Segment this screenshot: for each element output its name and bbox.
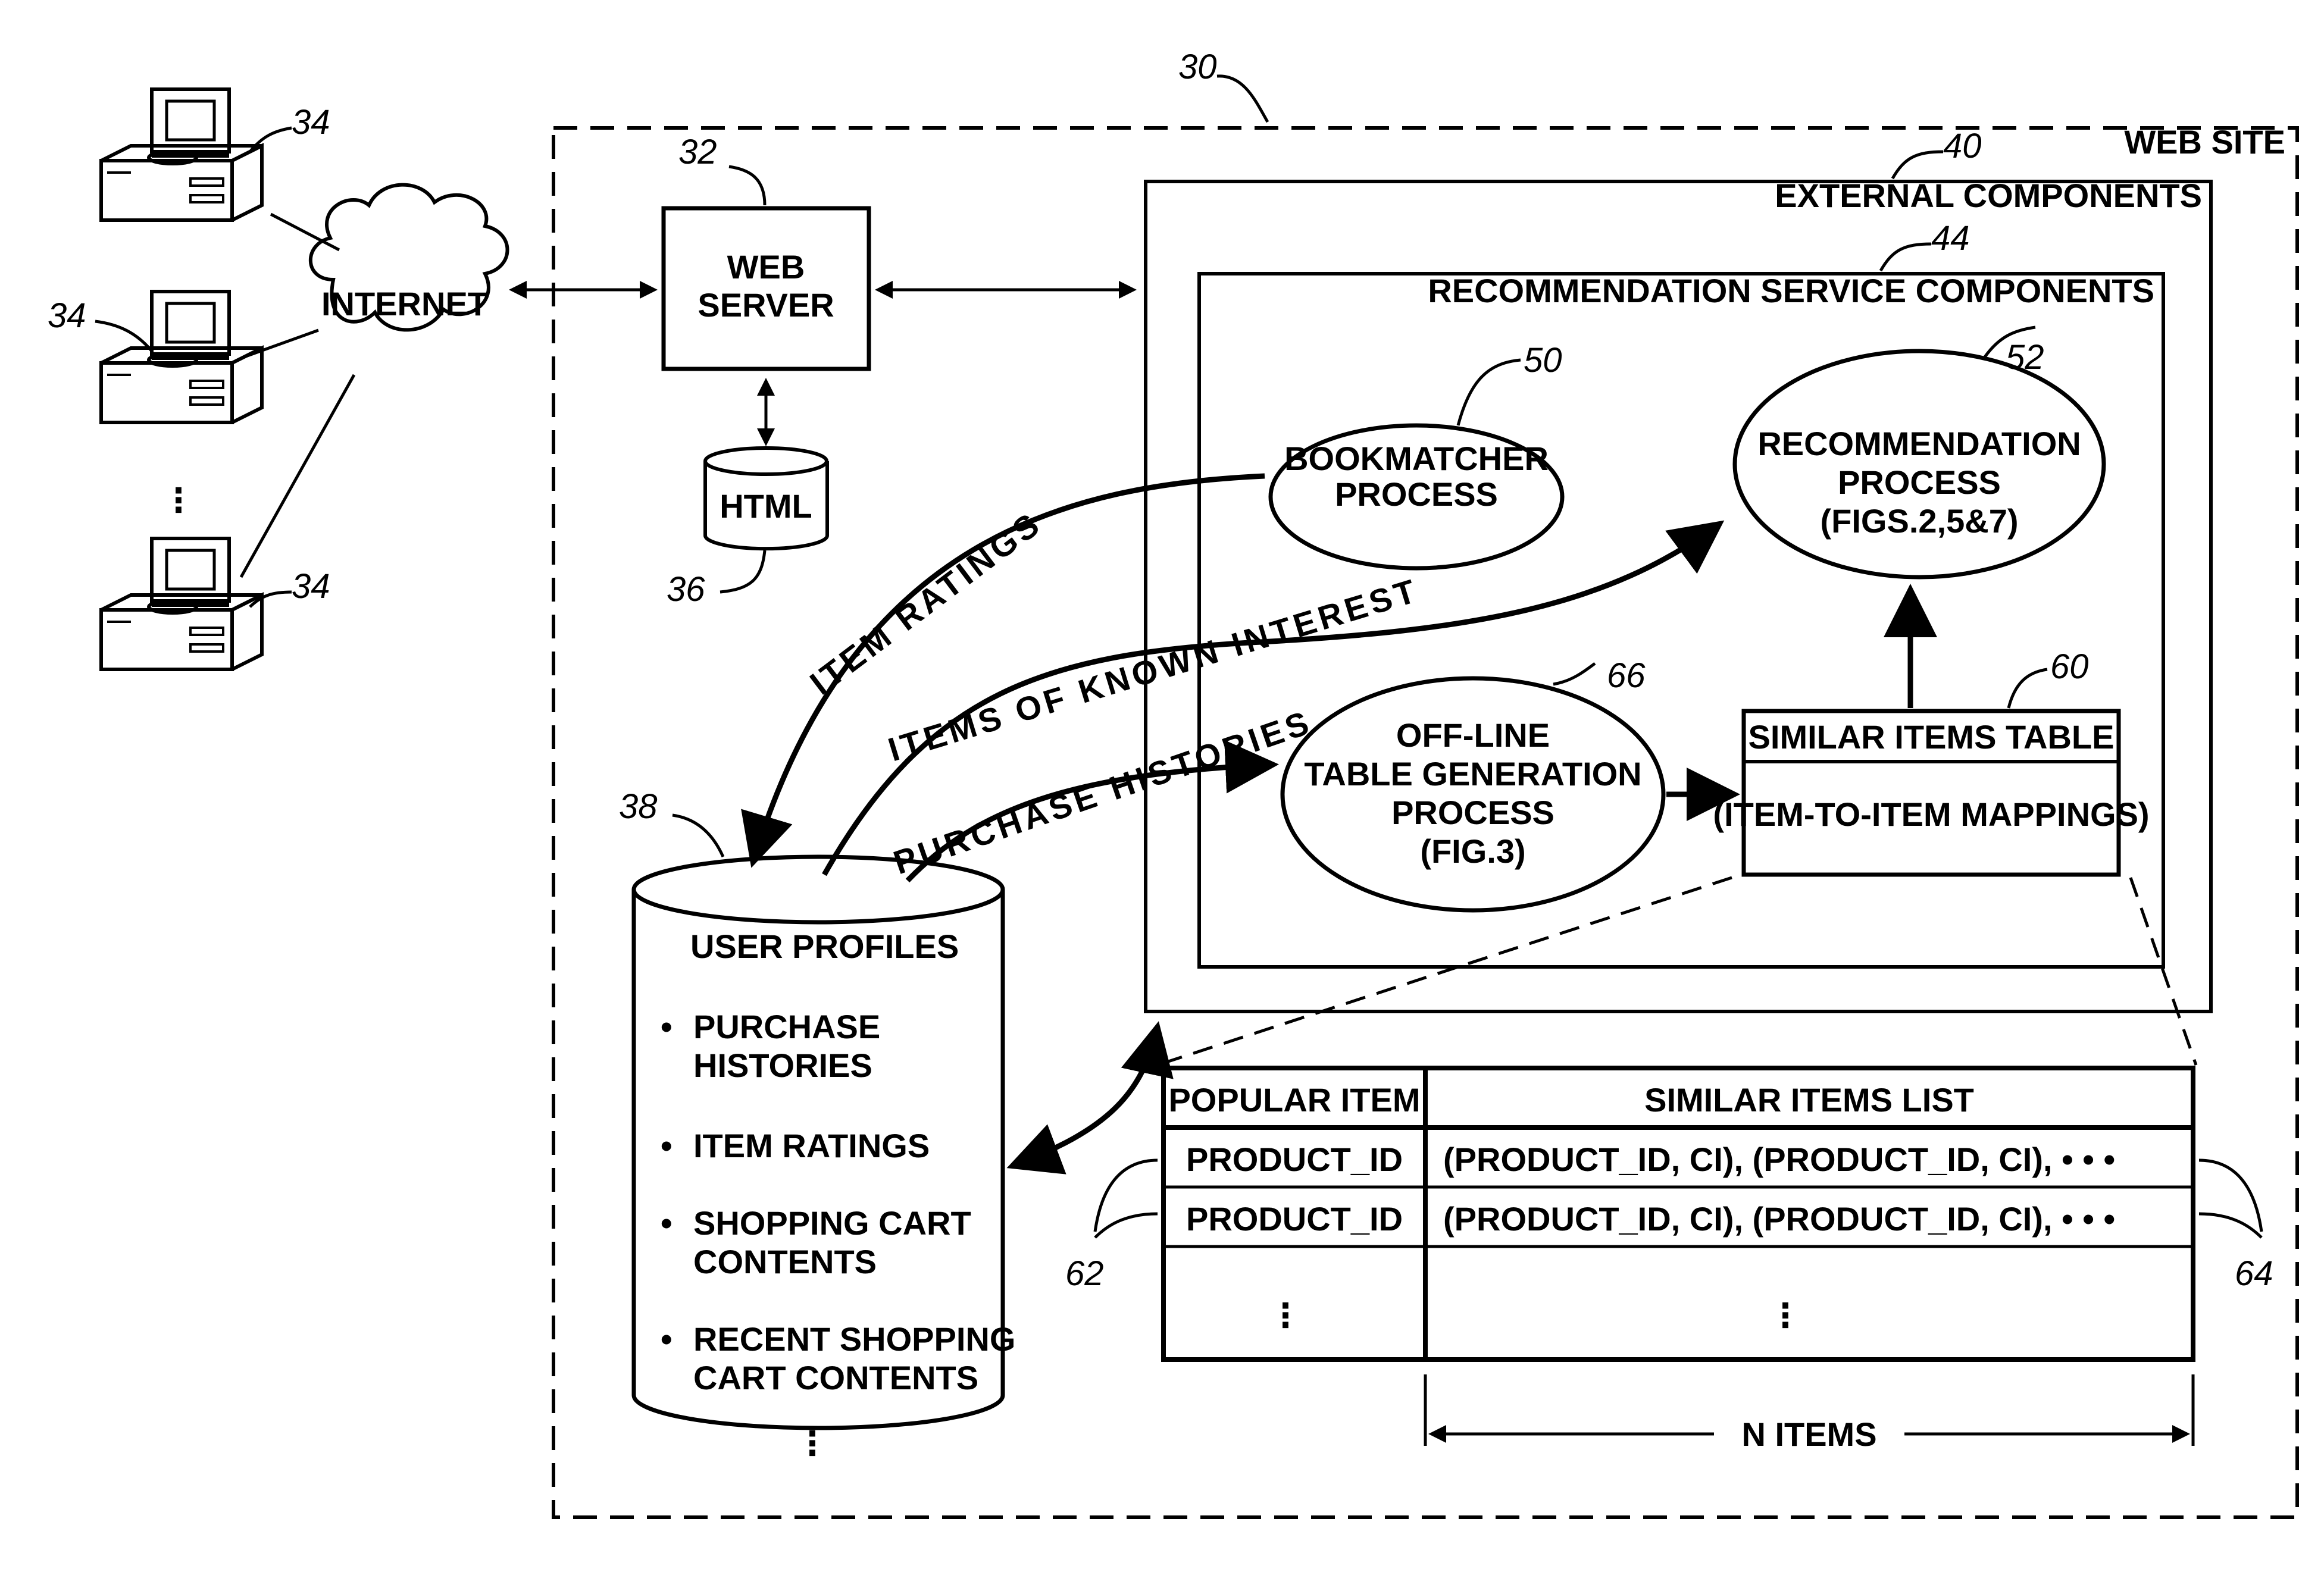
vertical-ellipsis-profiles: ⋮ [796, 1424, 829, 1462]
offline-label-1: OFF-LINE [1396, 716, 1550, 754]
web-site-label: WEB SITE [2124, 123, 2285, 161]
bookmatcher-label-2: PROCESS [1335, 475, 1498, 513]
ref-64: 64 [2235, 1254, 2273, 1293]
ref-34-c: 34 [292, 567, 330, 606]
ref-30: 30 [1178, 48, 1217, 86]
bullet-4: • [661, 1320, 673, 1358]
table-ellipsis-left: ⋮ [1269, 1296, 1302, 1334]
ref-34-a: 34 [292, 103, 330, 142]
vertical-ellipsis-computers: ⋮ [162, 481, 195, 519]
bookmatcher-label-1: BOOKMATCHER [1284, 440, 1549, 477]
table-row-1-item: PRODUCT_ID [1186, 1141, 1403, 1178]
web-server-label-1: WEB [727, 248, 805, 286]
similar-items-table-body: (ITEM-TO-ITEM MAPPINGS) [1713, 796, 2149, 833]
recommendation-service-label: RECOMMENDATION SERVICE COMPONENTS [1428, 272, 2154, 309]
ref-40: 40 [1943, 127, 1982, 165]
n-items-label: N ITEMS [1741, 1415, 1876, 1453]
ref-38: 38 [619, 787, 658, 826]
arrow-label-item-ratings: ITEM RATINGS [803, 504, 1049, 702]
recommendation-label-1: RECOMMENDATION [1757, 425, 2081, 462]
table-row-2-list: (PRODUCT_ID, CI), (PRODUCT_ID, CI), • • … [1443, 1200, 2115, 1238]
ref-50: 50 [1524, 341, 1562, 380]
arrow-label-items-known-interest: ITEMS OF KNOWN INTEREST [884, 571, 1423, 769]
client-computer-1 [101, 89, 262, 220]
ref-44: 44 [1931, 219, 1970, 258]
client-computer-3 [101, 538, 262, 669]
web-server-label-2: SERVER [697, 286, 834, 324]
profile-item-4-line1: RECENT SHOPPING [693, 1320, 1015, 1358]
bullet-1: • [661, 1008, 673, 1045]
ref-60: 60 [2050, 647, 2089, 686]
ref-62: 62 [1065, 1254, 1104, 1293]
profile-item-3-line1: SHOPPING CART [693, 1204, 971, 1242]
offline-label-4: (FIG.3) [1420, 832, 1525, 870]
external-components-label: EXTERNAL COMPONENTS [1775, 177, 2202, 214]
html-label: HTML [720, 487, 812, 525]
similar-items-table-title: SIMILAR ITEMS TABLE [1749, 718, 2115, 756]
profile-item-3-line2: CONTENTS [693, 1243, 877, 1280]
offline-label-3: PROCESS [1391, 794, 1554, 831]
recommendation-label-2: PROCESS [1838, 464, 2001, 501]
recommendation-label-3: (FIGS.2,5&7) [1821, 502, 2019, 540]
ref-66: 66 [1607, 656, 1646, 695]
user-profiles-title: USER PROFILES [690, 928, 959, 965]
table-row-1-list: (PRODUCT_ID, CI), (PRODUCT_ID, CI), • • … [1443, 1141, 2115, 1178]
profile-item-1-line1: PURCHASE [693, 1008, 880, 1045]
client-computer-2 [101, 292, 262, 422]
arrow-profiles-external [1012, 1026, 1158, 1166]
ref-32: 32 [678, 133, 717, 171]
profile-item-4-line2: CART CONTENTS [693, 1359, 978, 1396]
table-header-similar-items-list: SIMILAR ITEMS LIST [1644, 1081, 1974, 1119]
internet-label: INTERNET [321, 285, 488, 322]
profile-item-1-line2: HISTORIES [693, 1047, 872, 1084]
ref-52: 52 [2006, 338, 2044, 377]
table-row-2-item: PRODUCT_ID [1186, 1200, 1403, 1238]
bullet-3: • [661, 1204, 673, 1242]
table-ellipsis-right: ⋮ [1769, 1296, 1802, 1334]
ref-34-b: 34 [48, 296, 86, 335]
bullet-2: • [661, 1127, 673, 1164]
offline-label-2: TABLE GENERATION [1304, 755, 1641, 793]
table-header-popular-item: POPULAR ITEM [1168, 1081, 1420, 1119]
profile-item-2-line1: ITEM RATINGS [693, 1127, 930, 1164]
ref-36: 36 [667, 570, 705, 609]
